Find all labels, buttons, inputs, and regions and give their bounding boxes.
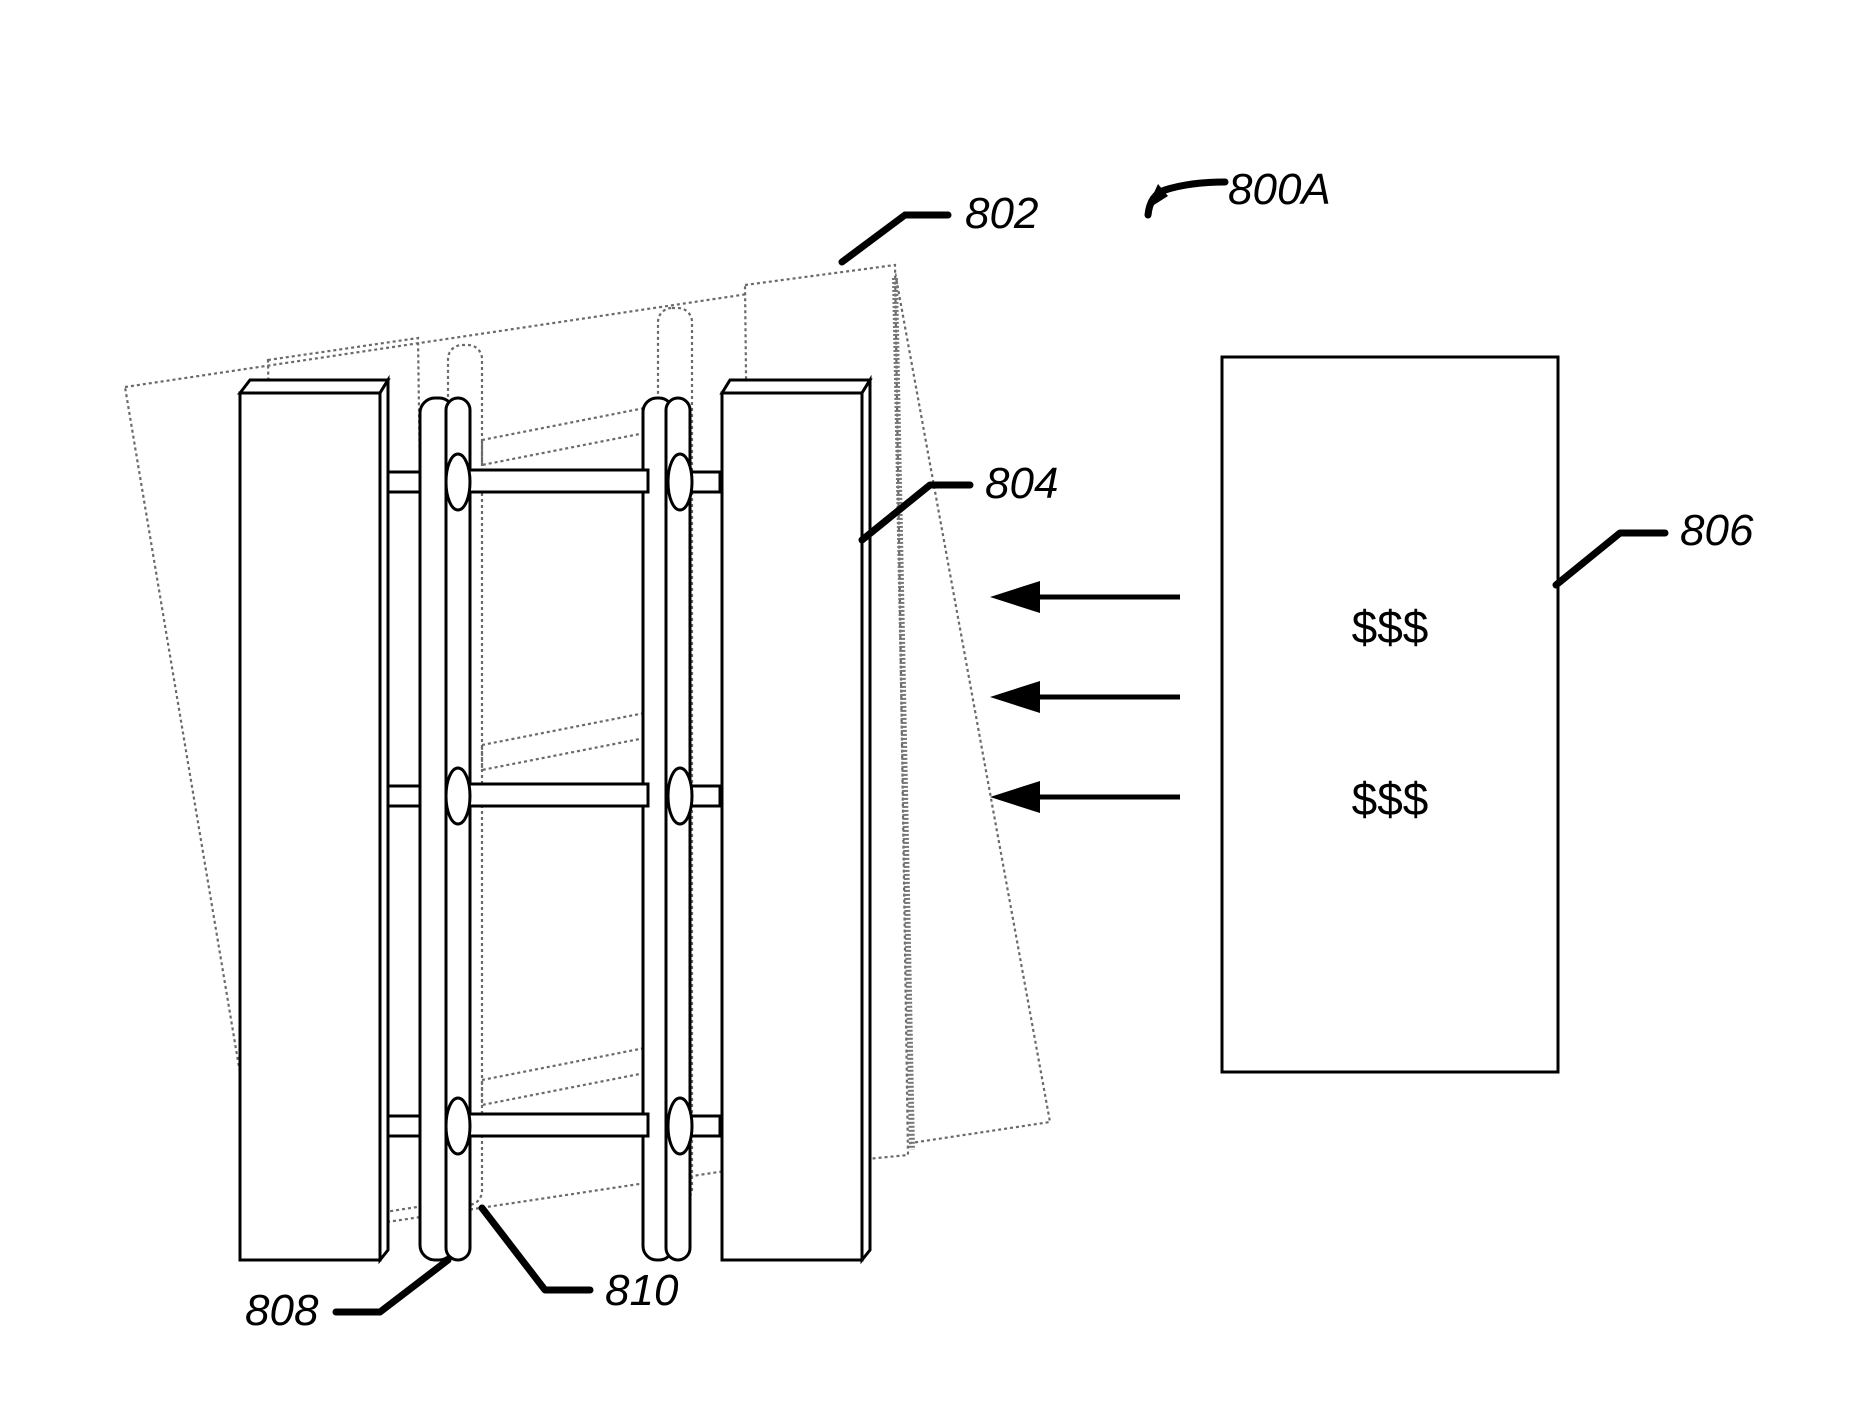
source-box-806: $$$ $$$ [1222, 357, 1558, 1072]
arrow-2 [990, 681, 1180, 713]
leader-808 [336, 1260, 448, 1312]
label-804: 804 [985, 459, 1058, 508]
front-assembly [240, 380, 870, 1260]
leader-806 [1556, 533, 1665, 585]
right-pillar-804 [722, 380, 870, 1260]
leader-810 [482, 1208, 590, 1290]
arrows [990, 581, 1180, 813]
money-text-1: $$$ [1352, 601, 1429, 653]
money-text-2: $$$ [1352, 773, 1429, 825]
ghost-rung-bottom [482, 1045, 660, 1105]
label-810: 810 [605, 1266, 679, 1315]
rungs [462, 470, 648, 1136]
rung-mid [462, 784, 648, 806]
arrow-3 [990, 781, 1180, 813]
ghost-rung-top [482, 405, 660, 465]
label-808: 808 [245, 1286, 319, 1335]
label-800a: 800A [1228, 165, 1331, 214]
rung-top [462, 470, 648, 492]
label-802: 802 [965, 189, 1038, 238]
label-806: 806 [1680, 506, 1754, 555]
leader-802 [842, 215, 948, 262]
ghost-rung-mid [482, 710, 660, 770]
arrow-1 [990, 581, 1180, 613]
rung-bottom [462, 1114, 648, 1136]
left-pillar [240, 380, 388, 1260]
